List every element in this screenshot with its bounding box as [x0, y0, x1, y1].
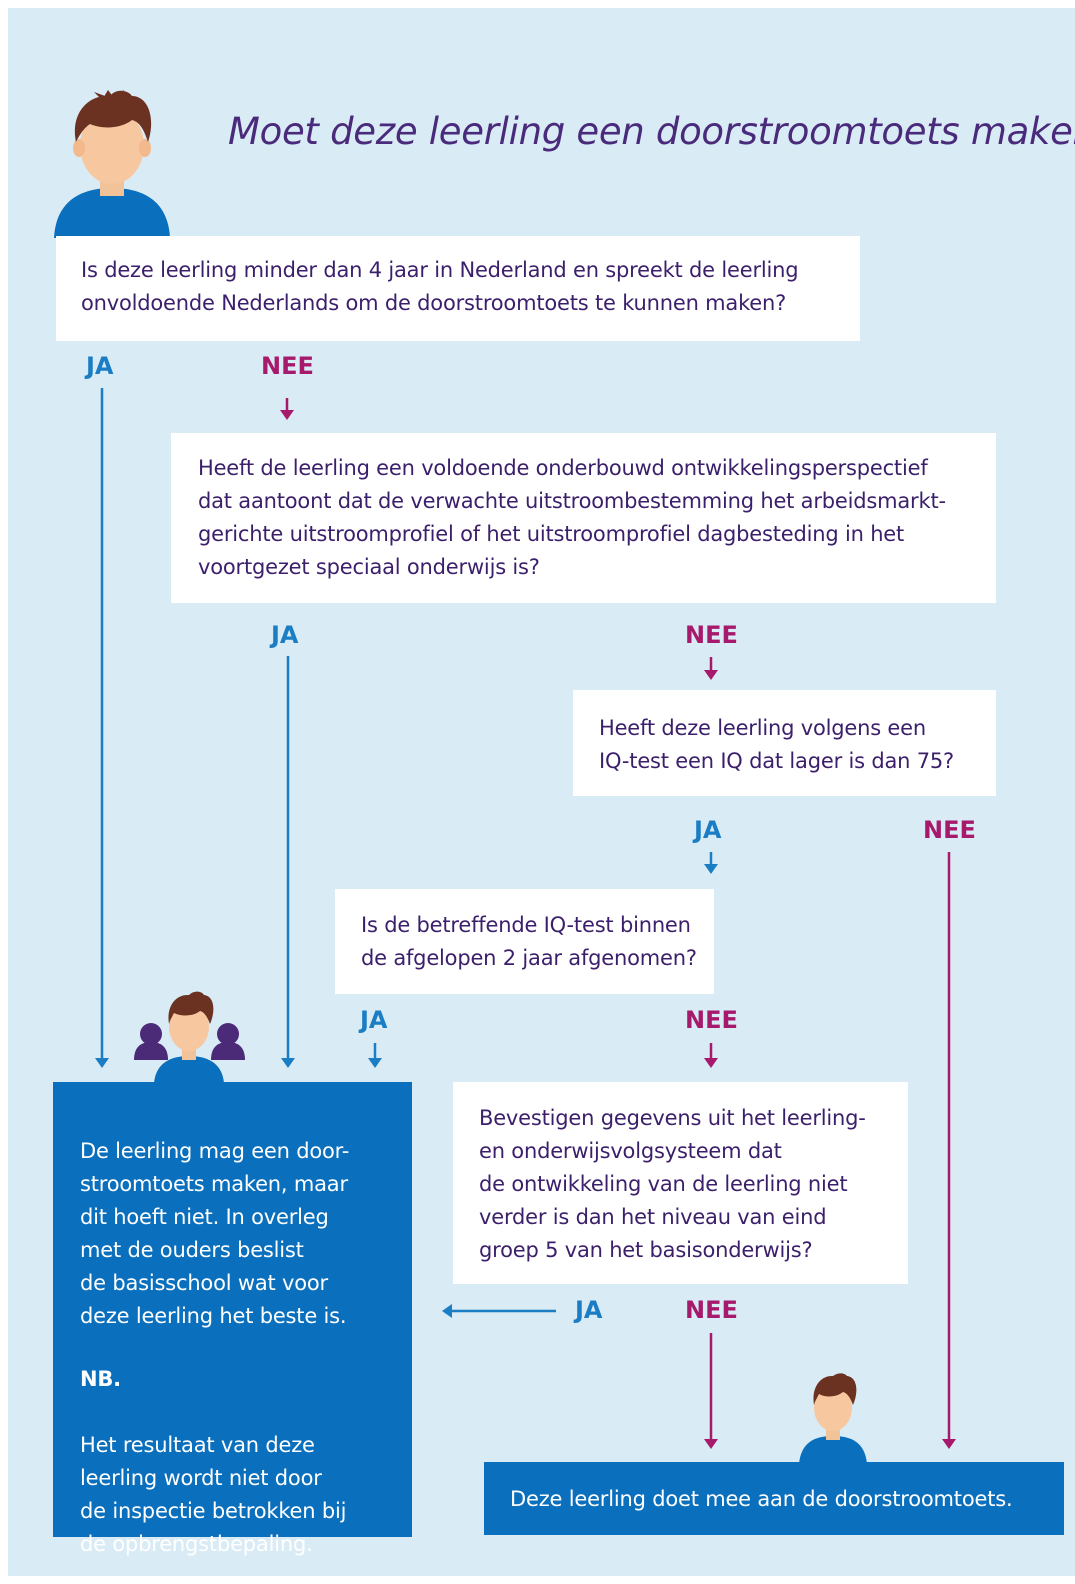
arrowhead-q5-no — [704, 1439, 718, 1449]
question-text-3: Heeft deze leerling volgens een IQ-test … — [599, 716, 954, 773]
result-participates-box: Deze leerling doet mee aan de doorstroom… — [484, 1462, 1064, 1535]
label-q4-yes: JA — [360, 1006, 388, 1034]
question-box-1: Is deze leerling minder dan 4 jaar in Ne… — [56, 236, 860, 341]
label-q5-yes: JA — [575, 1296, 603, 1324]
arrowhead-q2-yes — [281, 1058, 295, 1068]
label-q5-no: NEE — [685, 1296, 738, 1324]
label-q2-yes: JA — [271, 621, 299, 649]
student-with-parents-icon — [134, 991, 245, 1083]
question-text-1: Is deze leerling minder dan 4 jaar in Ne… — [81, 258, 799, 315]
student-small-icon — [799, 1373, 867, 1464]
question-box-5: Bevestigen gegevens uit het leerling- en… — [453, 1082, 908, 1284]
label-q1-yes: JA — [86, 352, 114, 380]
label-q1-no: NEE — [261, 352, 314, 380]
question-text-2: Heeft de leerling een voldoende onderbou… — [198, 456, 946, 579]
question-box-2: Heeft de leerling een voldoende onderbou… — [171, 433, 996, 603]
question-text-5: Bevestigen gegevens uit het leerling- en… — [479, 1106, 866, 1262]
arrowhead-q3-no — [942, 1439, 956, 1449]
nb-text: Het resultaat van deze leerling wordt ni… — [80, 1433, 347, 1556]
question-box-3: Heeft deze leerling volgens een IQ-test … — [573, 690, 996, 796]
student-icon — [54, 90, 170, 238]
page-title: Moet deze leerling een doorstroomtoets m… — [228, 110, 1075, 153]
arrowhead-q2-no — [704, 670, 718, 680]
label-q2-no: NEE — [685, 621, 738, 649]
question-box-4: Is de betreffende IQ-test binnen de afge… — [335, 889, 714, 994]
label-q3-yes: JA — [694, 816, 722, 844]
result-optional-box: De leerling mag een door- stroomtoets ma… — [53, 1082, 412, 1556]
arrowhead-q5-yes — [442, 1304, 452, 1318]
arrowhead-q1-yes — [95, 1058, 109, 1068]
arrowhead-q4-no — [704, 1058, 718, 1068]
question-text-4: Is de betreffende IQ-test binnen de afge… — [361, 913, 697, 970]
arrowhead-q4-yes — [368, 1058, 382, 1068]
label-q3-no: NEE — [923, 816, 976, 844]
label-q4-no: NEE — [685, 1006, 738, 1034]
result-participates-text: Deze leerling doet mee aan de doorstroom… — [510, 1487, 1013, 1511]
arrowhead-q1-no — [280, 410, 294, 420]
arrowhead-q3-yes — [704, 864, 718, 874]
nb-heading: NB. — [80, 1367, 121, 1391]
result-optional-text: De leerling mag een door- stroomtoets ma… — [80, 1139, 350, 1328]
